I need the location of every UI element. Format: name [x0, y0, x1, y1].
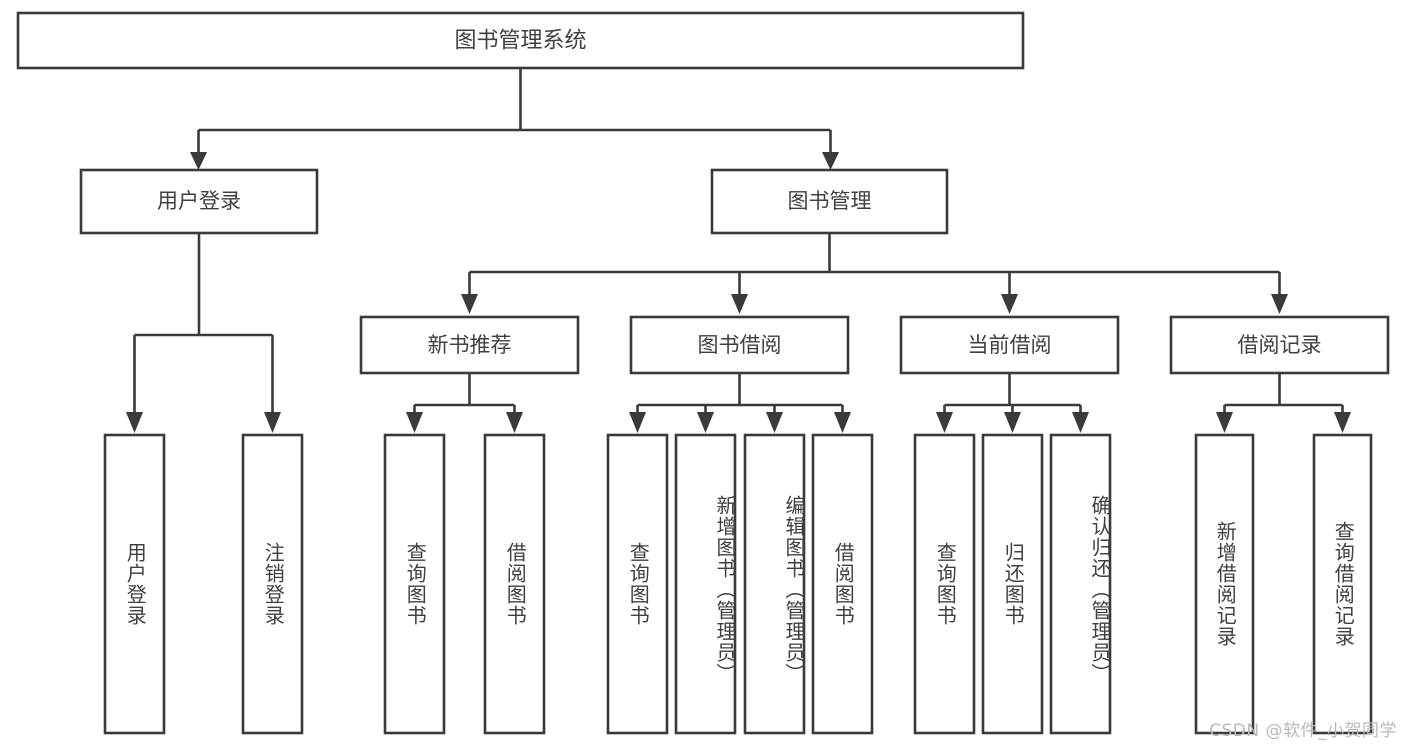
arrowhead-leaf-borrow-book-1	[506, 412, 523, 433]
arrowhead-leaf-query-book-1	[406, 412, 423, 433]
arrowhead-leaf-edit-book	[766, 412, 783, 433]
arrowhead-leaf-borrow-book-2	[834, 412, 851, 433]
node-leaf-query-book-1[interactable]	[383, 433, 446, 735]
node-leaf-add-record[interactable]	[1194, 433, 1255, 735]
node-leaf-edit-book[interactable]	[743, 433, 806, 735]
arrowhead-leaf-return-book	[1004, 412, 1021, 433]
node-leaf-borrow-book-2[interactable]	[811, 433, 874, 735]
node-book-borrow-label: 图书借阅	[698, 333, 782, 357]
arrowhead-leaf-query-book-2	[629, 412, 646, 433]
connector-group-new-book-recommend-leaves	[406, 373, 523, 433]
arrowhead-leaf-user-login	[126, 412, 143, 433]
arrowhead-leaf-add-record	[1216, 412, 1233, 433]
arrowhead-book-manage	[822, 152, 839, 170]
node-current-borrow-label: 当前借阅	[968, 333, 1052, 357]
arrowhead-leaf-add-book	[697, 412, 714, 433]
node-user-login-label: 用户登录	[157, 189, 241, 213]
node-leaf-return-book[interactable]	[981, 433, 1044, 735]
connector-group-root	[190, 68, 839, 170]
node-borrow-record-label: 借阅记录	[1238, 333, 1322, 357]
node-book-borrow[interactable]	[629, 315, 850, 375]
node-root-label: 图书管理系统	[454, 29, 586, 54]
node-new-book-recommend-label: 新书推荐	[428, 333, 512, 357]
node-book-manage-label: 图书管理	[788, 189, 872, 213]
node-leaf-user-login[interactable]	[103, 433, 166, 735]
node-leaf-query-book-2[interactable]	[606, 433, 669, 735]
node-new-book-recommend[interactable]	[359, 315, 580, 375]
node-leaf-query-record[interactable]	[1312, 433, 1373, 735]
connector-group-book-borrow-leaves	[629, 373, 851, 433]
node-leaf-add-book[interactable]	[674, 433, 737, 735]
node-leaf-query-book-3[interactable]	[913, 433, 976, 735]
arrowhead-user-login	[190, 152, 207, 170]
connector-group-book-manage	[461, 233, 1288, 314]
arrowhead-leaf-confirm-return	[1072, 412, 1089, 433]
arrowhead-current-borrow	[1001, 294, 1018, 314]
node-leaf-confirm-return[interactable]	[1049, 433, 1112, 735]
connector-group-borrow-record-leaves	[1216, 373, 1351, 433]
arrowhead-new-book-recommend	[461, 294, 478, 314]
arrowhead-borrow-record	[1271, 294, 1288, 314]
connector-group-current-borrow-leaves	[936, 373, 1089, 433]
arrowhead-leaf-query-book-3	[936, 412, 953, 433]
arrowhead-leaf-logout-login	[264, 412, 281, 433]
node-current-borrow[interactable]	[899, 315, 1120, 375]
node-leaf-logout-login[interactable]	[241, 433, 304, 735]
node-root[interactable]	[16, 11, 1025, 70]
node-borrow-record[interactable]	[1169, 315, 1390, 375]
arrowhead-leaf-query-record	[1334, 412, 1351, 433]
node-leaf-borrow-book-1[interactable]	[483, 433, 546, 735]
connector-group-user-login-leaves	[126, 233, 281, 433]
node-book-manage[interactable]	[710, 168, 949, 235]
arrowhead-book-borrow	[731, 294, 748, 314]
csdn-watermark: CSDN @软件_小贺同学	[1209, 721, 1397, 741]
